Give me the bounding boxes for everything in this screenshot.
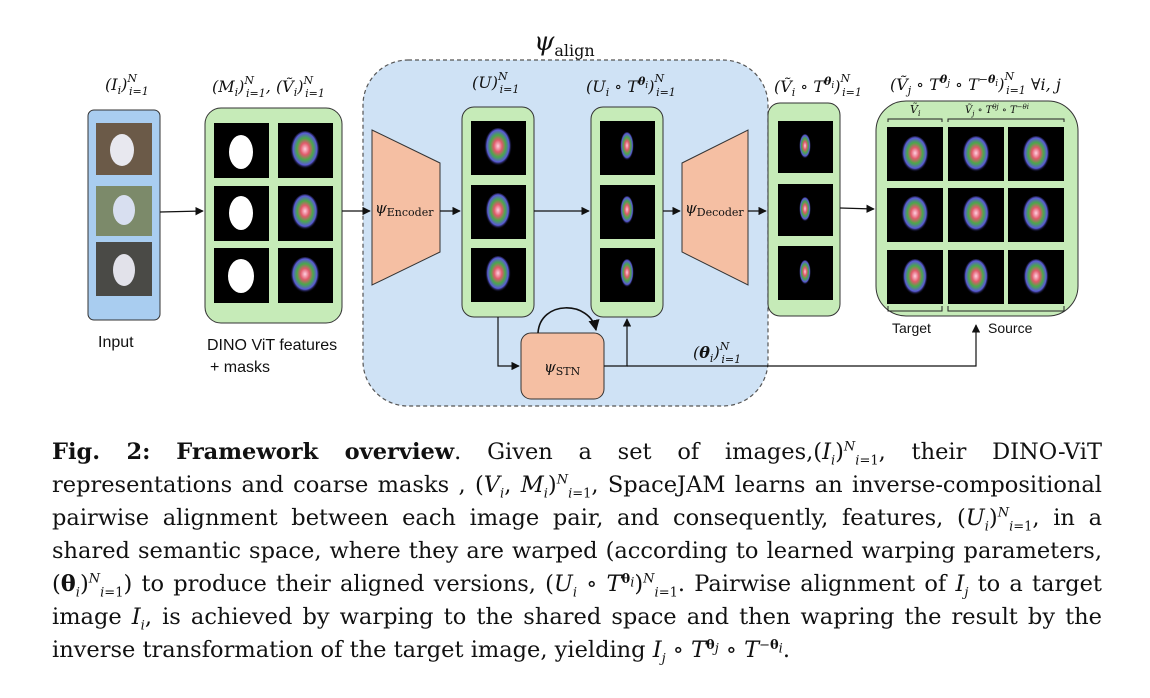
flow-arrows <box>159 204 981 371</box>
grid-bracket-bottom-target <box>887 306 943 312</box>
grid-bracket-top-target <box>887 118 943 122</box>
masks-label: + masks <box>210 359 270 376</box>
align-title: ψalign <box>534 27 595 60</box>
grid-header-source: Ṽj ∘ Tθj ∘ T−θi <box>965 103 1029 118</box>
figure-caption: Fig. 2: Framework overview. Given a set … <box>52 439 1102 667</box>
decoder-label: ψDecoder <box>685 199 744 219</box>
target-label: Target <box>892 320 931 336</box>
features-label: DINO ViT features <box>207 337 337 354</box>
grid-bracket-top-source <box>947 118 1065 122</box>
decoded-thumbnails <box>778 121 833 300</box>
stn-label: ψSTN <box>544 358 581 378</box>
U-thumbnails <box>471 121 526 302</box>
pairwise-thumbnails <box>887 127 1064 304</box>
grid-header-target: Ṽi <box>910 102 921 118</box>
encoder-label: ψEncoder <box>375 199 434 219</box>
input-label: Input <box>98 334 134 351</box>
input-images <box>96 123 152 296</box>
warped-thumbnails <box>600 121 655 302</box>
caption-fig-title: Framework overview <box>176 439 455 465</box>
stn-loop-arrow <box>537 307 600 334</box>
caption-fig-label: Fig. 2: <box>52 439 151 465</box>
mask-thumbnails <box>214 123 269 303</box>
feature-thumbnails <box>278 123 333 303</box>
source-label: Source <box>988 320 1033 336</box>
grid-bracket-bottom-source <box>947 306 1065 312</box>
encoder-block <box>371 129 441 286</box>
decoder-block <box>681 129 749 286</box>
